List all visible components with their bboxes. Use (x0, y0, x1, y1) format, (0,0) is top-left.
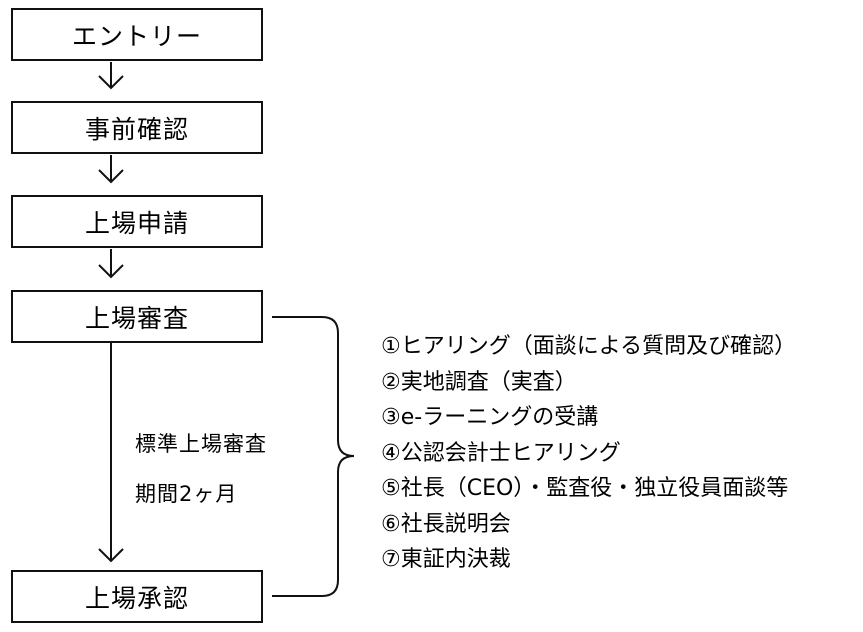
step-entry-box: エントリー (11, 8, 263, 61)
review-item: ①ヒアリング（面談による質問及び確認） (381, 334, 797, 359)
arrow-head-1 (98, 75, 124, 90)
step-approval-box: 上場承認 (11, 570, 263, 623)
review-item: ⑦東証内決裁 (381, 547, 511, 572)
step-application-label: 上場申請 (84, 208, 189, 238)
review-items-list: ①ヒアリング（面談による質問及び確認） ②実地調査（実査） ③e-ラーニングの受… (381, 329, 796, 578)
review-item: ⑥社長説明会 (381, 511, 511, 537)
step-review-label: 上場審査 (84, 303, 189, 333)
step-entry-label: エントリー (71, 21, 202, 51)
review-item: ⑤社長（CEO）・監査役・独立役員面談等 (381, 476, 789, 501)
review-item: ④公認会計士ヒアリング (381, 440, 621, 466)
curly-brace (272, 316, 355, 597)
step-approval-label: 上場承認 (84, 583, 189, 613)
period-note-line2: 期間2ヶ月 (135, 482, 238, 506)
step-review-box: 上場審査 (11, 290, 263, 343)
arrow-head-2 (98, 169, 124, 184)
step-pre-check-box: 事前確認 (11, 101, 263, 154)
step-pre-check-label: 事前確認 (84, 114, 189, 144)
review-item: ③e-ラーニングの受講 (381, 405, 599, 430)
arrow-head-3 (98, 264, 124, 279)
arrow-head-4 (98, 548, 124, 563)
period-note-line1: 標準上場審査 (135, 432, 267, 456)
review-item: ②実地調査（実査） (381, 369, 577, 395)
step-application-box: 上場申請 (11, 195, 263, 248)
